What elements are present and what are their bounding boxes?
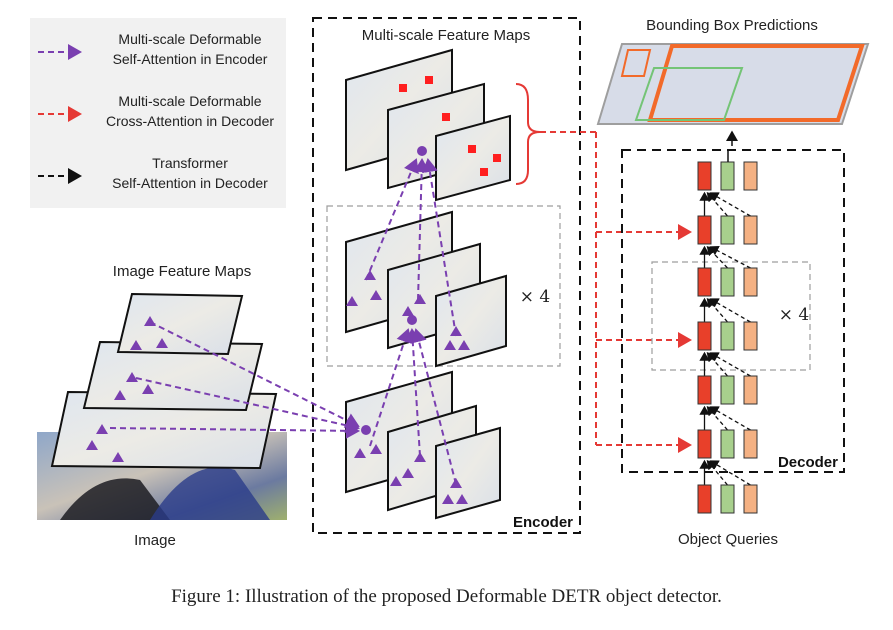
decoder-token bbox=[743, 375, 758, 405]
decoder-token bbox=[720, 375, 735, 405]
decoder-token bbox=[720, 215, 735, 245]
decoder-token bbox=[743, 161, 758, 191]
decoder-label: Decoder bbox=[778, 454, 838, 471]
decoder-self-attention-arrow bbox=[709, 246, 751, 269]
encoder-repeat-count: × 4 bbox=[520, 287, 550, 307]
decoder-token bbox=[697, 161, 712, 191]
decoder-token-rows bbox=[697, 150, 758, 514]
decoder-self-attention-arrow bbox=[706, 460, 728, 486]
encoder-repeat-box bbox=[326, 205, 561, 367]
predicted-box-large bbox=[647, 44, 865, 122]
decoder-self-attention-arrow bbox=[709, 406, 751, 431]
decoder-box bbox=[621, 149, 845, 473]
bounding-box-predictions-label: Bounding Box Predictions bbox=[646, 17, 818, 34]
decoder-token bbox=[697, 375, 712, 405]
decoder-token bbox=[743, 484, 758, 514]
decoder-token bbox=[743, 215, 758, 245]
decoder-token bbox=[697, 215, 712, 245]
decoder-token bbox=[697, 484, 712, 514]
legend-item-1-line1: Multi-scale Deformable bbox=[118, 31, 261, 47]
multi-scale-feature-maps-label: Multi-scale Feature Maps bbox=[362, 27, 530, 44]
decoder-token bbox=[697, 321, 712, 351]
decoder-self-attention-arrow bbox=[706, 298, 728, 323]
legend: Multi-scale Deformable Self-Attention in… bbox=[30, 18, 286, 208]
image-label: Image bbox=[134, 532, 176, 549]
decoder-repeat-count: × 4 bbox=[779, 305, 809, 325]
legend-item-decoder-cross-attention: Multi-scale Deformable Cross-Attention i… bbox=[38, 93, 274, 129]
object-queries-label: Object Queries bbox=[678, 531, 778, 548]
decoder-self-attention-arrow bbox=[709, 192, 751, 217]
encoder-output-feature-stack bbox=[345, 48, 511, 202]
figure-caption: Figure 1: Illustration of the proposed D… bbox=[171, 586, 722, 607]
decoder-token bbox=[720, 267, 735, 297]
predicted-box-small bbox=[620, 49, 652, 77]
decoder-cross-attention-arrows bbox=[540, 131, 692, 453]
decoder-self-attention-arrow bbox=[706, 192, 728, 217]
decoder-token bbox=[720, 161, 735, 191]
decoder-token bbox=[720, 321, 735, 351]
decoder-self-attention-arrow bbox=[709, 352, 751, 377]
encoder-box bbox=[312, 17, 581, 534]
decoder-self-attention-arrow bbox=[709, 460, 751, 486]
decoder-self-attention-arrow bbox=[706, 406, 728, 431]
legend-item-1-line2: Self-Attention in Encoder bbox=[113, 51, 268, 67]
encoder-input-feature-stack bbox=[345, 370, 501, 520]
encoder-self-attention-arrows bbox=[109, 158, 457, 485]
decoder-self-attention-arrow bbox=[706, 352, 728, 377]
decoder-token bbox=[720, 484, 735, 514]
encoder-reference-points bbox=[361, 146, 427, 435]
legend-item-2-line1: Multi-scale Deformable bbox=[118, 93, 261, 109]
decoder-token bbox=[743, 321, 758, 351]
encoder-middle-feature-stack bbox=[345, 210, 507, 368]
image-feature-map-level-3 bbox=[116, 292, 244, 356]
legend-item-3-line2: Self-Attention in Decoder bbox=[112, 175, 268, 191]
legend-item-encoder-self-attention: Multi-scale Deformable Self-Attention in… bbox=[38, 31, 268, 67]
encoder-label: Encoder bbox=[513, 514, 573, 531]
image-feature-map-stack bbox=[50, 292, 278, 470]
decoder-repeat-box bbox=[651, 261, 811, 371]
encoder-output-red-tokens bbox=[399, 76, 501, 176]
legend-item-3-line1: Transformer bbox=[152, 155, 228, 171]
feature-map-brace bbox=[515, 83, 541, 185]
decoder-token bbox=[743, 429, 758, 459]
decoder-token bbox=[697, 267, 712, 297]
legend-item-transformer-self-attention: Transformer Self-Attention in Decoder bbox=[38, 155, 268, 191]
decoder-token bbox=[720, 429, 735, 459]
decoder-token bbox=[743, 267, 758, 297]
decoder-self-attention-arrow bbox=[709, 298, 751, 323]
legend-item-2-line2: Cross-Attention in Decoder bbox=[106, 113, 274, 129]
bounding-box-prediction-image bbox=[596, 43, 870, 125]
decoder-token bbox=[697, 429, 712, 459]
predicted-box-green bbox=[634, 67, 744, 121]
image-feature-maps-label: Image Feature Maps bbox=[113, 263, 251, 280]
